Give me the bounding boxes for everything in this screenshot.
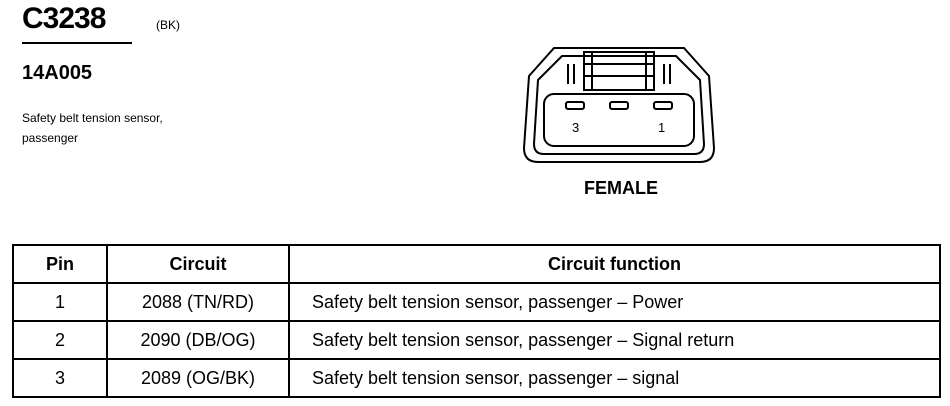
pin-slot-2 bbox=[609, 101, 629, 110]
pin-label-1: 1 bbox=[658, 120, 665, 135]
connector-id: C3238 bbox=[22, 2, 106, 35]
pinout-table: Pin Circuit Circuit function 1 2088 (TN/… bbox=[12, 244, 941, 398]
circuit-function-cell: Safety belt tension sensor, passenger – … bbox=[288, 320, 941, 360]
part-number: 14A005 bbox=[22, 62, 93, 84]
connector-outer-housing bbox=[522, 47, 716, 163]
circuit-cell: 2088 (TN/RD) bbox=[106, 282, 290, 322]
column-header-circuit: Circuit bbox=[106, 244, 290, 284]
connector-latch bbox=[583, 51, 655, 91]
connector-view-label: FEMALE bbox=[584, 178, 658, 198]
table-header-row: Pin Circuit Circuit function bbox=[12, 244, 941, 284]
column-header-pin: Pin bbox=[12, 244, 108, 284]
circuit-function-cell: Safety belt tension sensor, passenger – … bbox=[288, 358, 941, 398]
connector-inner-housing bbox=[532, 55, 706, 155]
pin-cell: 3 bbox=[12, 358, 108, 398]
circuit-cell: 2089 (OG/BK) bbox=[106, 358, 290, 398]
circuit-function-cell: Safety belt tension sensor, passenger – … bbox=[288, 282, 941, 322]
connector-description: Safety belt tension sensor, passenger bbox=[22, 111, 163, 145]
table-row: 3 2089 (OG/BK) Safety belt tension senso… bbox=[12, 358, 941, 398]
title-underline bbox=[22, 42, 132, 44]
pin-label-3: 3 bbox=[572, 120, 579, 135]
table-row: 2 2090 (DB/OG) Safety belt tension senso… bbox=[12, 320, 941, 360]
circuit-cell: 2090 (DB/OG) bbox=[106, 320, 290, 360]
column-header-circuit-function: Circuit function bbox=[288, 244, 941, 284]
pin-slot-3 bbox=[565, 101, 585, 110]
connector-cavity-body bbox=[543, 93, 695, 147]
pin-slot-1 bbox=[653, 101, 673, 110]
table-row: 1 2088 (TN/RD) Safety belt tension senso… bbox=[12, 282, 941, 322]
pin-cell: 1 bbox=[12, 282, 108, 322]
connector-face-diagram: 3 1 bbox=[522, 47, 716, 163]
pin-cell: 2 bbox=[12, 320, 108, 360]
connector-color-code: (BK) bbox=[156, 18, 180, 32]
